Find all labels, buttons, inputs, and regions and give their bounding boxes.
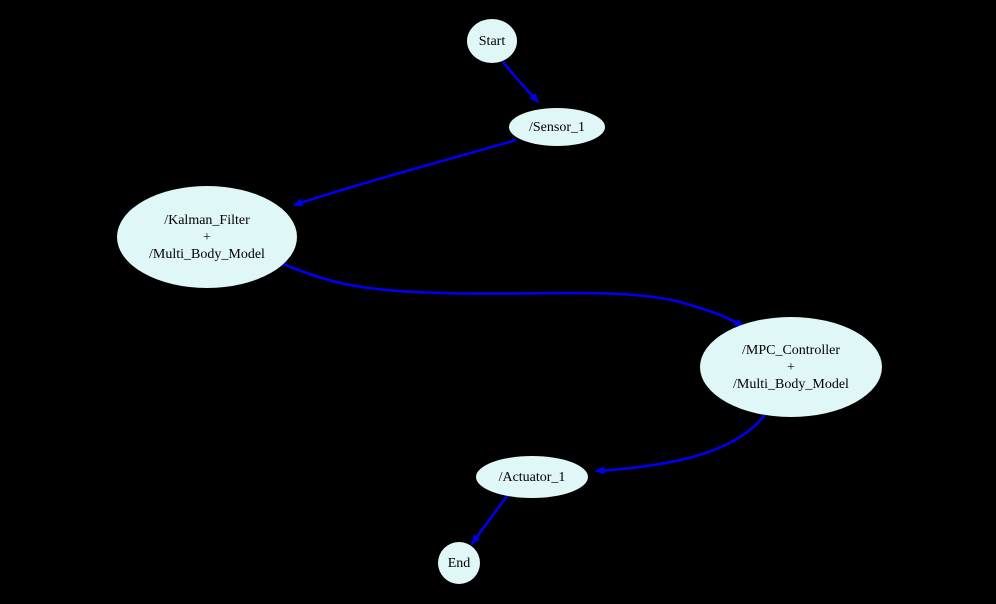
node-mpc-line3: /Multi_Body_Model — [733, 376, 849, 392]
node-actuator-1: /Actuator_1 — [476, 456, 588, 498]
edge-mpc-to-actuator1 — [594, 411, 769, 475]
node-mpc-controller-multi-body-model: /MPC_Controller + /Multi_Body_Model — [700, 317, 882, 417]
edge-sensor1-to-kalman — [292, 138, 517, 207]
node-kalman-line2: + — [203, 229, 211, 245]
node-actuator-1-label: /Actuator_1 — [498, 469, 566, 485]
node-start: Start — [467, 19, 517, 63]
edge-kalman-to-mpc — [280, 261, 745, 329]
edge-actuator1-to-end — [470, 494, 510, 546]
node-sensor-1-label: /Sensor_1 — [529, 119, 585, 135]
node-mpc-line2: + — [787, 359, 795, 375]
node-mpc-line1: /MPC_Controller — [741, 342, 840, 358]
node-kalman-filter-multi-body-model: /Kalman_Filter + /Multi_Body_Model — [117, 186, 297, 288]
node-sensor-1: /Sensor_1 — [509, 108, 605, 146]
node-end-label: End — [447, 555, 471, 571]
node-end: End — [438, 542, 480, 584]
node-kalman-line3: /Multi_Body_Model — [149, 246, 265, 262]
node-start-label: Start — [478, 33, 506, 49]
node-kalman-line1: /Kalman_Filter — [164, 212, 250, 228]
edge-start-to-sensor1 — [501, 61, 540, 104]
